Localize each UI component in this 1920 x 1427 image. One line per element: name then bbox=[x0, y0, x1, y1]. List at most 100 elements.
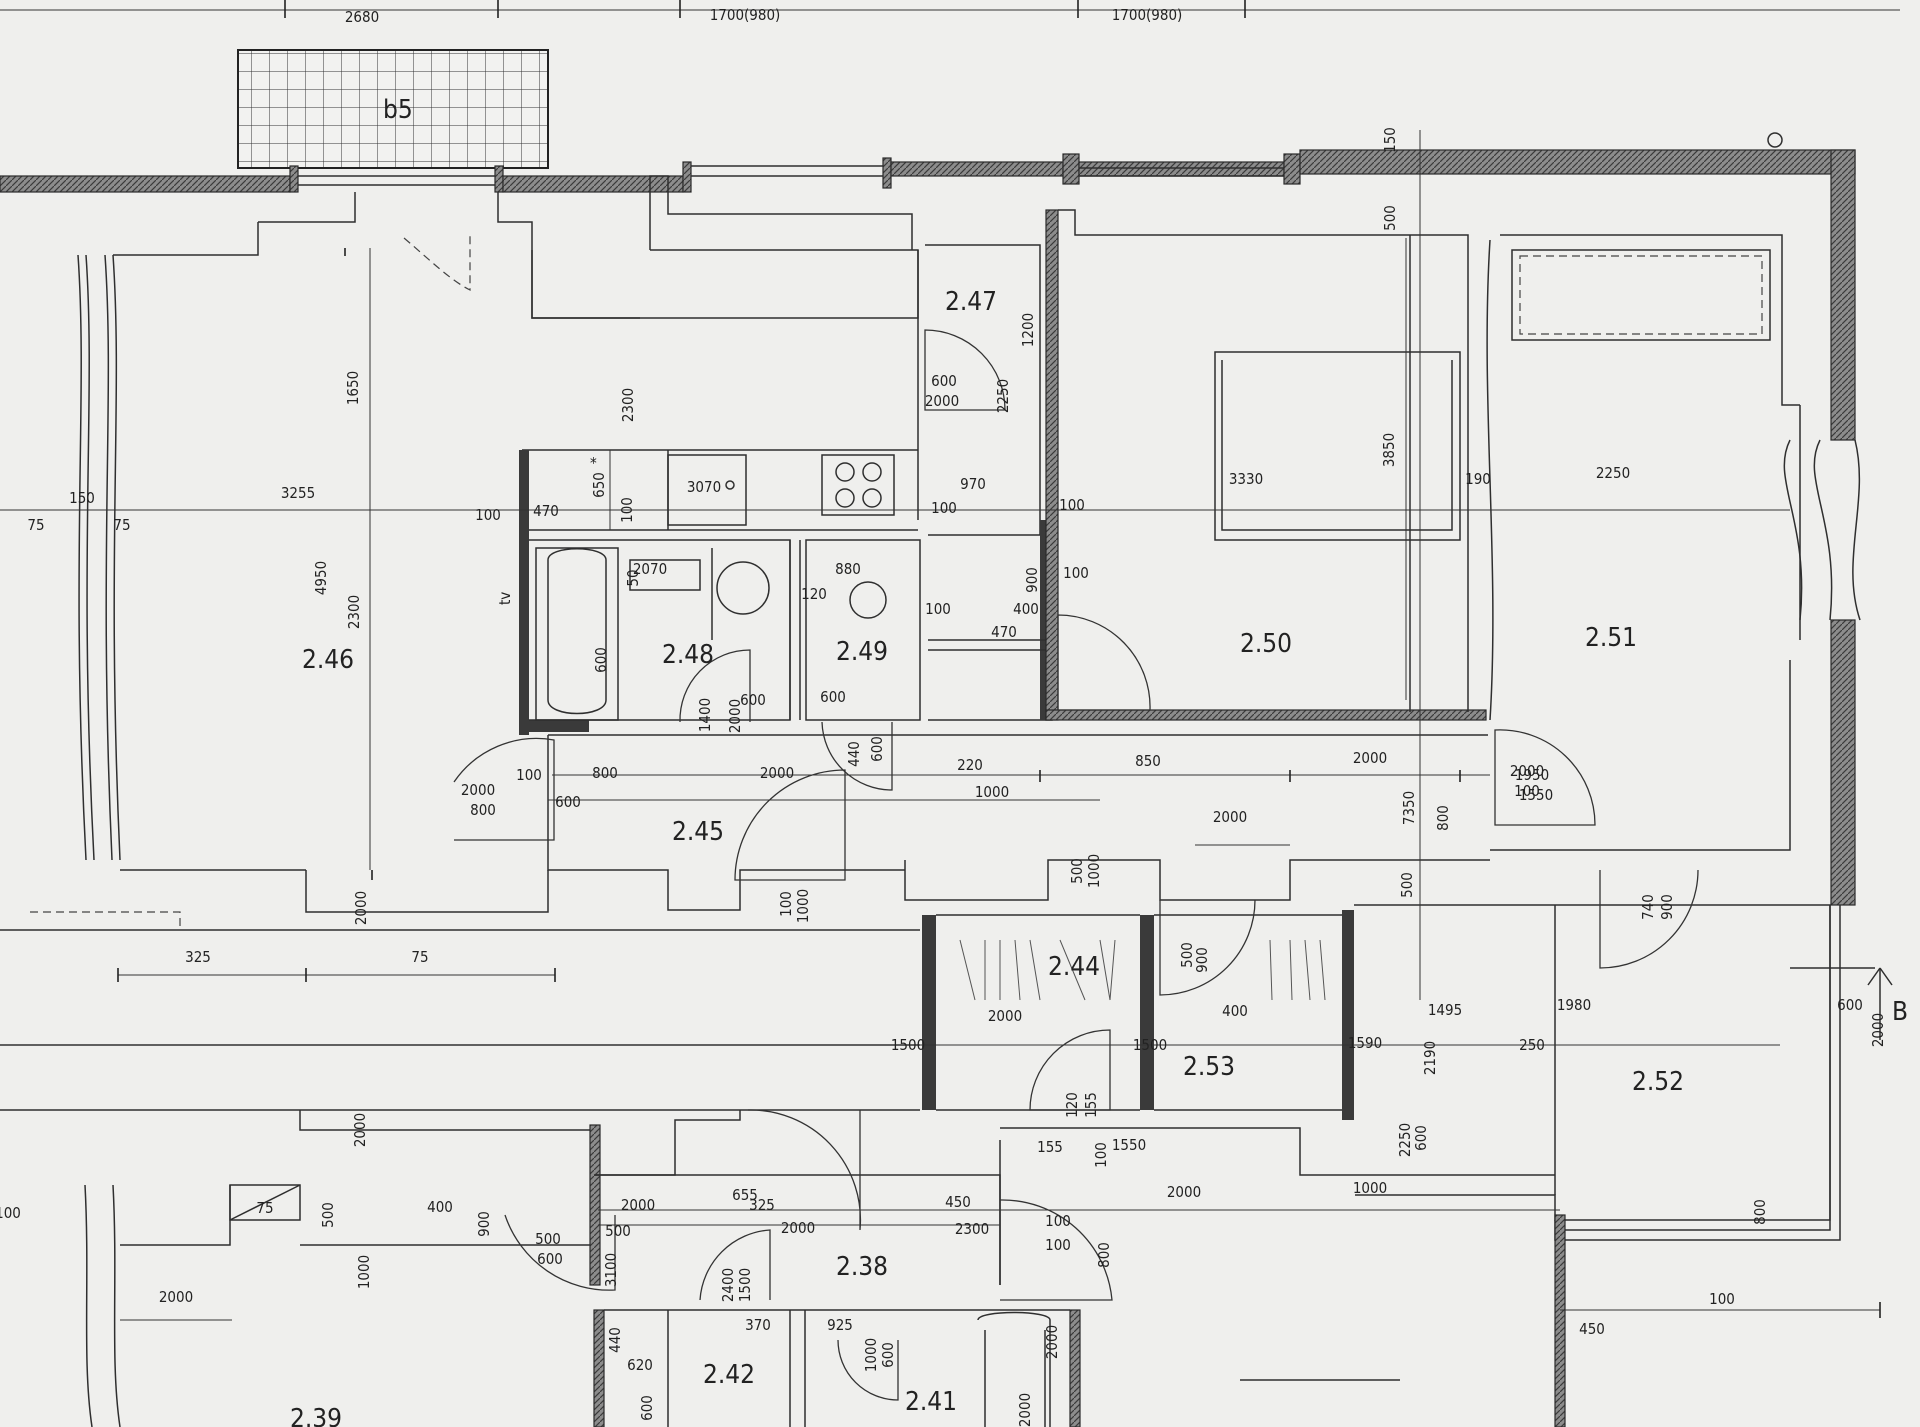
dimension-label: 1000 bbox=[1353, 1179, 1387, 1197]
dimension-label: 970 bbox=[960, 475, 986, 493]
dimension-label: 1550 bbox=[1519, 786, 1553, 804]
dimension-label: 600 bbox=[537, 1250, 563, 1268]
dimension-label: 100 bbox=[1059, 496, 1085, 514]
dimension-label: 75 bbox=[256, 1199, 273, 1217]
door-swings bbox=[403, 232, 1699, 1401]
dimension-label: 100 bbox=[516, 766, 542, 784]
dimension-label: 2000 bbox=[925, 392, 959, 410]
dimension-label: 500 bbox=[1178, 942, 1196, 968]
dimension-label: 400 bbox=[1222, 1002, 1248, 1020]
dimension-label: 75 bbox=[411, 948, 428, 966]
balcony-b5 bbox=[237, 49, 549, 169]
dimension-label: 925 bbox=[827, 1316, 853, 1334]
dimension-label: 1950 bbox=[1515, 766, 1549, 784]
dimension-label: 2000 bbox=[1213, 808, 1247, 826]
dimension-label: 100 bbox=[925, 600, 951, 618]
dimension-label: 100 bbox=[475, 506, 501, 524]
dimension-label: 100 bbox=[1514, 782, 1540, 800]
dimension-label: 2400 bbox=[719, 1268, 737, 1302]
dimension-label: 440 bbox=[845, 741, 863, 767]
windows-top bbox=[298, 165, 1861, 621]
dimension-label: 2000 bbox=[760, 764, 794, 782]
dimension-label: 2680 bbox=[345, 8, 379, 26]
dimension-label: 600 bbox=[868, 736, 886, 762]
dimension-label: 220 bbox=[957, 756, 983, 774]
dimension-label: 655 bbox=[732, 1186, 758, 1204]
dimension-label: 620 bbox=[627, 1356, 653, 1374]
dimension-label: 2300 bbox=[619, 388, 637, 422]
dimension-label: 100 bbox=[0, 1204, 21, 1222]
dimension-label: 1650 bbox=[344, 371, 362, 405]
dimension-label: 2250 bbox=[1396, 1123, 1414, 1157]
room-label-2-51: 2.51 bbox=[1585, 623, 1637, 653]
dimension-label: 100 bbox=[931, 499, 957, 517]
dimension-label: 1500 bbox=[891, 1036, 925, 1054]
dimension-label: 600 bbox=[740, 691, 766, 709]
dimension-label: 2000 bbox=[726, 699, 744, 733]
dimension-label: 800 bbox=[592, 764, 618, 782]
dimension-label: 1500 bbox=[736, 1268, 754, 1302]
dimension-label: 800 bbox=[470, 801, 496, 819]
dimension-label: 120 bbox=[1063, 1092, 1081, 1118]
room-label-2-48: 2.48 bbox=[662, 640, 714, 670]
top-dimension-line bbox=[0, 0, 1900, 18]
dimension-label: 500 bbox=[1398, 872, 1416, 898]
dimension-label: 100 bbox=[777, 891, 795, 917]
dimension-label: 2000 bbox=[461, 781, 495, 799]
dimension-label: 800 bbox=[1751, 1199, 1769, 1225]
room-label-2-41: 2.41 bbox=[905, 1387, 957, 1417]
dimension-label: 500 bbox=[535, 1230, 561, 1248]
dimension-label: 100 bbox=[618, 497, 636, 523]
dimension-label: 4950 bbox=[312, 561, 330, 595]
dimension-label: 900 bbox=[1193, 947, 1211, 973]
dimension-label: 370 bbox=[745, 1316, 771, 1334]
dimension-label: 1590 bbox=[1348, 1034, 1382, 1052]
room-label-2-42: 2.42 bbox=[703, 1360, 755, 1390]
dimension-label: 1700(980) bbox=[710, 6, 781, 24]
room-label-2-45: 2.45 bbox=[672, 817, 724, 847]
room-label-2-39: 2.39 bbox=[290, 1404, 342, 1427]
dimension-label: 1000 bbox=[355, 1255, 373, 1289]
dimension-label: 2300 bbox=[345, 595, 363, 629]
dimension-label: 880 bbox=[835, 560, 861, 578]
dimension-label: 3850 bbox=[1380, 433, 1398, 467]
dimension-label: 7350 bbox=[1400, 791, 1418, 825]
dimension-label: 1000 bbox=[975, 783, 1009, 801]
dimension-label: 100 bbox=[1045, 1212, 1071, 1230]
dimension-label: 400 bbox=[427, 1198, 453, 1216]
dimension-label: 100 bbox=[1709, 1290, 1735, 1308]
room-label-2-53: 2.53 bbox=[1183, 1052, 1235, 1082]
dimension-label: 800 bbox=[1095, 1242, 1113, 1268]
interior-walls bbox=[0, 175, 1841, 1427]
dimension-label: 1200 bbox=[1019, 313, 1037, 347]
dimension-label: 470 bbox=[991, 623, 1017, 641]
dimension-label: 2190 bbox=[1421, 1041, 1439, 1075]
dimension-label: 1980 bbox=[1557, 996, 1591, 1014]
dimension-label: 440 bbox=[606, 1327, 624, 1353]
star-annotation: * bbox=[590, 454, 597, 472]
dimension-label: 800 bbox=[1434, 805, 1452, 831]
dimension-label: 1000 bbox=[862, 1338, 880, 1372]
dimension-label: 1000 bbox=[1085, 854, 1103, 888]
dimension-label: 740 bbox=[1639, 894, 1657, 920]
dimension-label: 1500 bbox=[1133, 1036, 1167, 1054]
dimension-label: 600 bbox=[592, 647, 610, 673]
dimension-label: 450 bbox=[945, 1193, 971, 1211]
dimension-label: 2000 bbox=[352, 891, 370, 925]
dimension-label: 2250 bbox=[994, 379, 1012, 413]
dimension-label: 600 bbox=[555, 793, 581, 811]
dimension-label: 3255 bbox=[281, 484, 315, 502]
dimension-label: 450 bbox=[1579, 1320, 1605, 1338]
dimension-label: 2000 bbox=[1167, 1183, 1201, 1201]
dimension-label: 3330 bbox=[1229, 470, 1263, 488]
exterior-wall-top bbox=[0, 149, 1856, 906]
dimension-label: 1700(980) bbox=[1112, 6, 1183, 24]
dimension-label: 500 bbox=[319, 1202, 337, 1228]
room-label-2-50: 2.50 bbox=[1240, 629, 1292, 659]
dimension-label: 2000 bbox=[621, 1196, 655, 1214]
dimension-label: 155 bbox=[1082, 1092, 1100, 1118]
dimension-label: 100 bbox=[1063, 564, 1089, 582]
dimension-label: 2000 bbox=[1043, 1325, 1061, 1359]
